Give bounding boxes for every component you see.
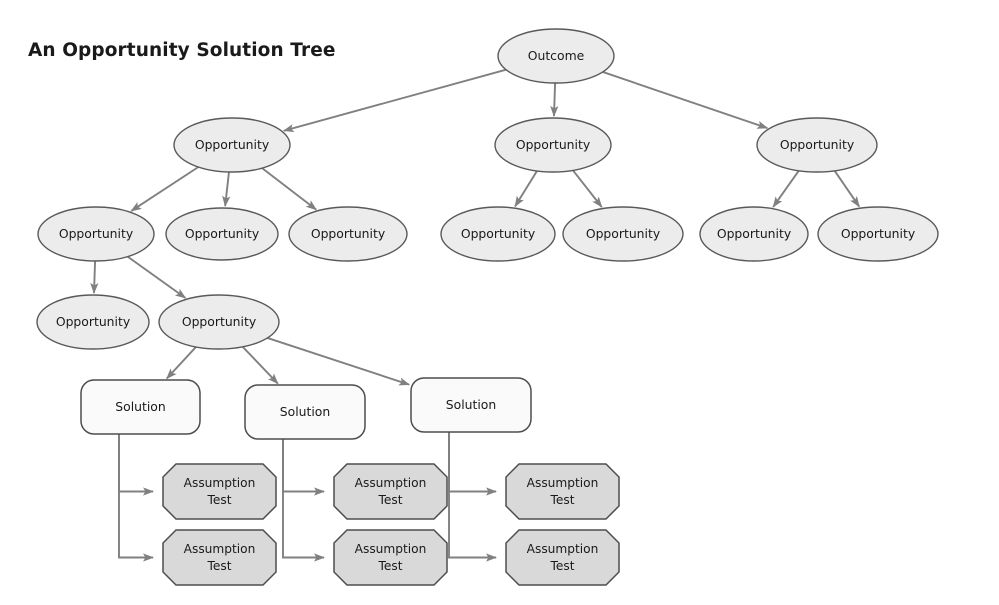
edge-sol-3-to-at-3a — [448, 432, 497, 496]
edge-sol-2-to-at-2b — [282, 439, 325, 562]
edge-opp-l2a-to-opp-l3a — [90, 260, 99, 294]
opportunity-label: Opportunity — [59, 226, 133, 241]
node-outcome[interactable]: Outcome — [497, 28, 615, 84]
opportunity-label: Opportunity — [182, 314, 256, 329]
edge-opp-r1-to-opp-r2a — [772, 170, 800, 208]
node-solution[interactable]: Solution — [80, 379, 201, 435]
assumption-test-label-line2: Test — [550, 493, 575, 507]
assumption-test-octagon[interactable] — [162, 529, 277, 586]
node-opportunity[interactable]: Opportunity — [756, 117, 878, 173]
opportunity-ellipse[interactable] — [817, 206, 939, 262]
assumption-test-octagon[interactable] — [333, 463, 448, 520]
opportunity-label: Opportunity — [195, 137, 269, 152]
opportunity-ellipse[interactable] — [440, 206, 556, 262]
opportunity-ellipse[interactable] — [756, 117, 878, 173]
node-opportunity[interactable]: Opportunity — [158, 294, 280, 350]
opportunity-ellipse[interactable] — [37, 206, 155, 262]
node-opportunity[interactable]: Opportunity — [494, 117, 612, 173]
opportunity-label: Opportunity — [185, 226, 259, 241]
assumption-test-octagon[interactable] — [162, 463, 277, 520]
opportunity-label: Opportunity — [56, 314, 130, 329]
opportunity-label: Opportunity — [461, 226, 535, 241]
outcome-ellipse[interactable] — [497, 28, 615, 84]
node-opportunity[interactable]: Opportunity — [36, 294, 150, 350]
solution-label: Solution — [446, 397, 496, 412]
assumption-test-label-line1: Assumption — [527, 542, 599, 556]
assumption-test-label-line2: Test — [378, 559, 403, 573]
edge-opp-m1-to-opp-m2b — [572, 169, 603, 208]
opportunity-ellipse[interactable] — [288, 206, 408, 262]
page-title: An Opportunity Solution Tree — [28, 40, 336, 61]
assumption-test-label-line1: Assumption — [355, 542, 427, 556]
assumption-test-octagon[interactable] — [505, 463, 620, 520]
opportunity-ellipse[interactable] — [36, 294, 150, 350]
edge-opp-l1-to-opp-l2c — [261, 167, 317, 211]
node-opportunity[interactable]: Opportunity — [440, 206, 556, 262]
solution-box[interactable] — [410, 377, 532, 433]
assumption-test-octagon[interactable] — [505, 529, 620, 586]
opportunity-ellipse[interactable] — [173, 117, 291, 173]
edge-outcome-to-opp-r1 — [602, 71, 769, 129]
opportunity-ellipse[interactable] — [562, 206, 684, 262]
edge-sol-1-to-at-1b — [118, 434, 154, 562]
solution-label: Solution — [115, 399, 165, 414]
node-solution[interactable]: Solution — [410, 377, 532, 433]
opportunity-label: Opportunity — [717, 226, 791, 241]
node-opportunity[interactable]: Opportunity — [165, 207, 279, 261]
solution-box[interactable] — [244, 384, 366, 440]
assumption-test-label-line1: Assumption — [184, 542, 256, 556]
assumption-test-label-line2: Test — [207, 493, 232, 507]
edge-opp-l1-to-opp-l2a — [130, 166, 199, 212]
edge-opp-l3b-to-sol-3 — [267, 337, 411, 386]
edge-sol-3-to-at-3b — [448, 432, 497, 562]
opportunity-label: Opportunity — [841, 226, 915, 241]
assumption-test-label-line1: Assumption — [184, 476, 256, 490]
assumption-test-label-line1: Assumption — [355, 476, 427, 490]
edge-outcome-to-opp-l1 — [282, 68, 507, 133]
edge-opp-l3b-to-sol-2 — [242, 346, 279, 385]
edge-outcome-to-opp-m1 — [550, 82, 559, 117]
opportunity-ellipse[interactable] — [158, 294, 280, 350]
node-opportunity[interactable]: Opportunity — [562, 206, 684, 262]
outcome-label: Outcome — [528, 48, 585, 63]
edge-opp-l2a-to-opp-l3b — [127, 255, 187, 299]
solution-box[interactable] — [80, 379, 201, 435]
assumption-test-label-line2: Test — [550, 559, 575, 573]
opportunity-ellipse[interactable] — [165, 207, 279, 261]
opportunity-label: Opportunity — [516, 137, 590, 152]
opportunity-ellipse[interactable] — [494, 117, 612, 173]
assumption-test-label-line2: Test — [378, 493, 403, 507]
opportunity-label: Opportunity — [311, 226, 385, 241]
node-opportunity[interactable]: Opportunity — [37, 206, 155, 262]
solution-label: Solution — [280, 404, 330, 419]
edge-opp-l1-to-opp-l2b — [222, 171, 231, 208]
opportunity-ellipse[interactable] — [699, 206, 809, 262]
edge-sol-1-to-at-1a — [118, 434, 154, 496]
edge-opp-l3b-to-sol-1 — [166, 346, 197, 380]
edge-layer — [90, 68, 860, 562]
opportunity-label: Opportunity — [780, 137, 854, 152]
edge-opp-m1-to-opp-m2a — [514, 170, 538, 208]
edge-opp-r1-to-opp-r2b — [833, 170, 860, 208]
assumption-test-label-line2: Test — [207, 559, 232, 573]
node-opportunity[interactable]: Opportunity — [173, 117, 291, 173]
opportunity-label: Opportunity — [586, 226, 660, 241]
assumption-test-octagon[interactable] — [333, 529, 448, 586]
node-solution[interactable]: Solution — [244, 384, 366, 440]
node-opportunity[interactable]: Opportunity — [817, 206, 939, 262]
edge-sol-2-to-at-2a — [282, 439, 325, 496]
node-opportunity[interactable]: Opportunity — [699, 206, 809, 262]
assumption-test-label-line1: Assumption — [527, 476, 599, 490]
node-opportunity[interactable]: Opportunity — [288, 206, 408, 262]
